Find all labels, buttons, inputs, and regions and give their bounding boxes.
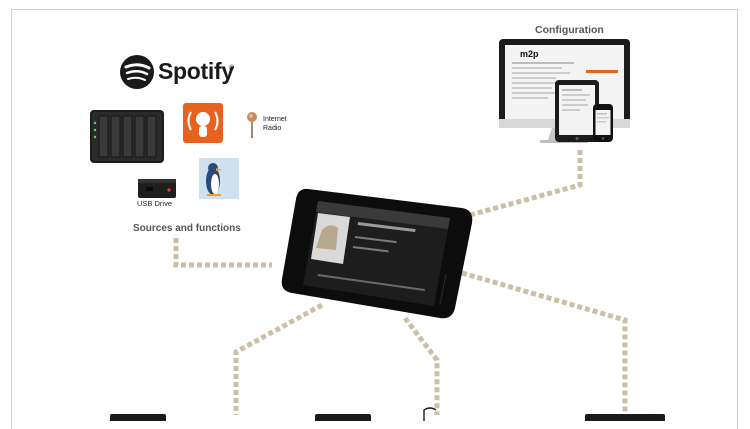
connector-bottom-center bbox=[403, 316, 440, 415]
spotify-logo-icon bbox=[120, 55, 154, 89]
connector-configuration bbox=[469, 150, 583, 218]
bottom-device-center bbox=[315, 407, 437, 421]
spotify-registered-mark: ® bbox=[229, 65, 235, 72]
podcast-icon bbox=[183, 103, 223, 143]
connector-sources bbox=[173, 238, 272, 268]
configuration-label: Configuration bbox=[535, 24, 604, 36]
usb-drive-icon bbox=[138, 179, 176, 198]
internet-radio-label-line2: Radio bbox=[263, 125, 282, 132]
penguin-icon bbox=[199, 158, 239, 199]
internet-radio-label-line1: Internet bbox=[263, 116, 287, 123]
internet-radio-icon bbox=[247, 112, 257, 138]
connector-bottom-left bbox=[233, 302, 324, 415]
connector-bottom-right bbox=[461, 270, 628, 415]
usb-drive-label: USB Drive bbox=[137, 199, 173, 208]
ipad-icon bbox=[555, 80, 599, 142]
nas-server-icon bbox=[90, 110, 164, 163]
bottom-device-left bbox=[110, 414, 166, 421]
touchscreen-player-icon bbox=[281, 188, 473, 319]
spotify-wordmark: Spotify bbox=[158, 58, 234, 84]
internet-radio-label: Internet Radio bbox=[263, 115, 303, 133]
iphone-icon bbox=[593, 104, 613, 142]
monitor-brand-logo: m2p bbox=[520, 49, 539, 59]
bottom-device-right bbox=[585, 414, 665, 421]
sources-and-functions-label: Sources and functions bbox=[133, 223, 241, 234]
